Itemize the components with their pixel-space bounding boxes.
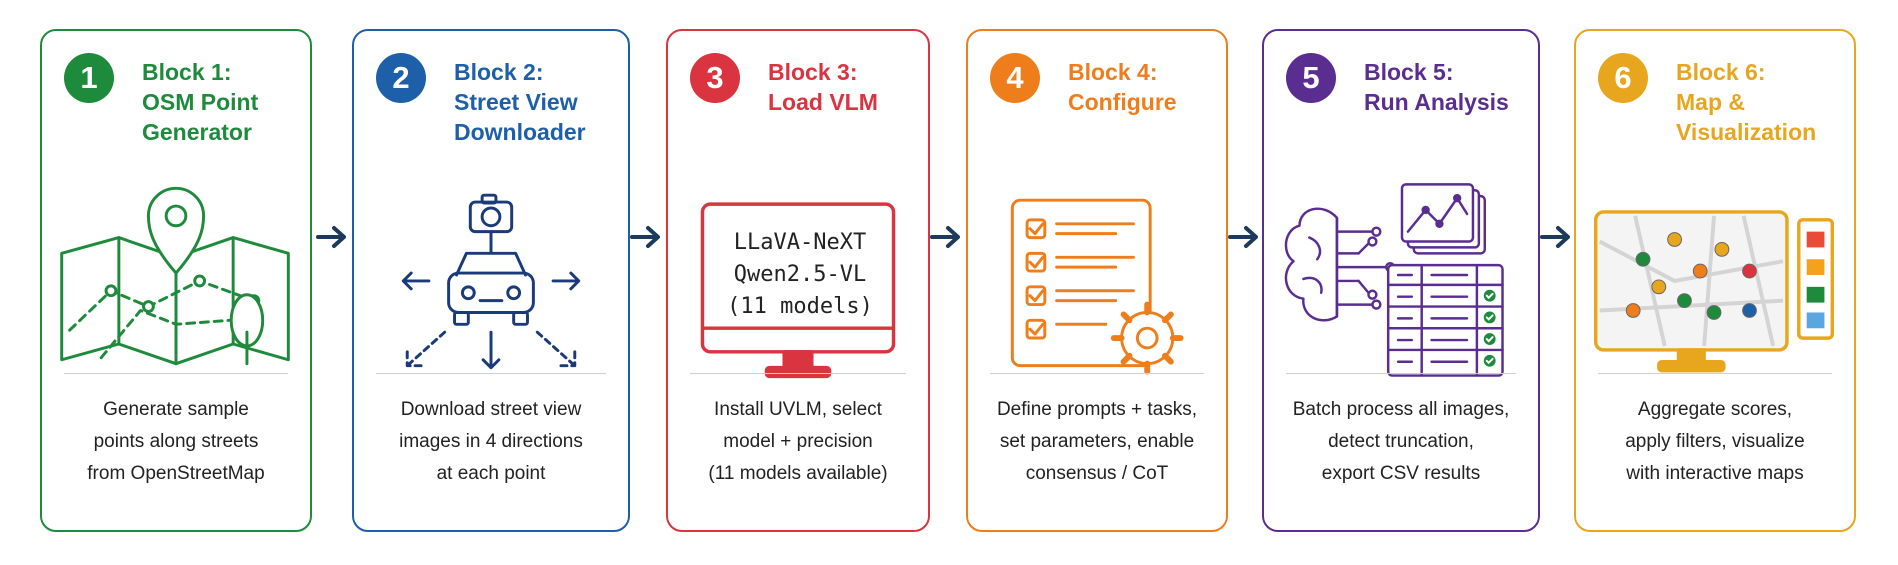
block-description: Define prompts + tasks, set parameters, …	[996, 399, 1198, 484]
block-5-card: 5 Block 5: Run Analysis	[1262, 29, 1540, 532]
divider	[376, 373, 606, 374]
block-description: Aggregate scores, apply filters, visuali…	[1625, 399, 1805, 484]
block-description: Generate sample points along streets fro…	[87, 399, 265, 484]
block-1-card: 1 Block 1: OSM Point Generator Genera	[40, 29, 312, 532]
step-number-badge: 5	[1286, 53, 1336, 103]
block-description: Install UVLM, select model + precision (…	[708, 399, 888, 484]
monitor-line: LLaVA-NeXT	[733, 230, 867, 255]
block-3-card: 3 Block 3: Load VLM LLaVA-NeXT Qwen2.5-V…	[666, 29, 930, 532]
arrow-right-icon	[1228, 222, 1262, 252]
block-4-card: 4 Block 4: Configure	[966, 29, 1228, 532]
block-title: Block 1: OSM Point Generator	[142, 59, 259, 145]
monitor-line: Qwen2.5-VL	[733, 262, 867, 287]
divider	[1286, 373, 1516, 374]
step-number-badge: 6	[1598, 53, 1648, 103]
step-number-badge: 4	[990, 53, 1040, 103]
step-number-badge: 1	[64, 53, 114, 103]
divider	[690, 373, 906, 374]
arrow-right-icon	[1540, 222, 1574, 252]
block-title: Block 6: Map & Visualization	[1676, 59, 1817, 145]
arrow-right-icon	[930, 222, 964, 252]
divider	[1598, 373, 1832, 374]
car-camera-icon	[354, 161, 628, 391]
divider	[990, 373, 1204, 374]
divider	[64, 373, 288, 374]
block-title: Block 4: Configure	[1068, 59, 1177, 115]
monitor-icon: LLaVA-NeXT Qwen2.5-VL (11 models)	[668, 161, 928, 391]
map-monitor-icon	[1576, 161, 1854, 391]
block-title: Block 3: Load VLM	[768, 59, 878, 115]
brain-network-icon	[1264, 161, 1538, 391]
block-description: Batch process all images, detect truncat…	[1292, 399, 1510, 484]
arrow-right-icon	[316, 222, 350, 252]
block-title: Block 5: Run Analysis	[1364, 59, 1509, 115]
step-number-badge: 2	[376, 53, 426, 103]
block-description: Download street view images in 4 directi…	[399, 399, 583, 484]
map-pin-icon	[42, 161, 310, 391]
checklist-gear-icon	[968, 161, 1226, 391]
arrow-right-icon	[630, 222, 664, 252]
block-2-card: 2 Block 2: Street View Downloader	[352, 29, 630, 532]
block-title: Block 2: Street View Downloader	[454, 59, 586, 145]
block-6-card: 6 Block 6: Map & Visualization	[1574, 29, 1856, 532]
step-number-badge: 3	[690, 53, 740, 103]
monitor-line: (11 models)	[727, 294, 873, 319]
